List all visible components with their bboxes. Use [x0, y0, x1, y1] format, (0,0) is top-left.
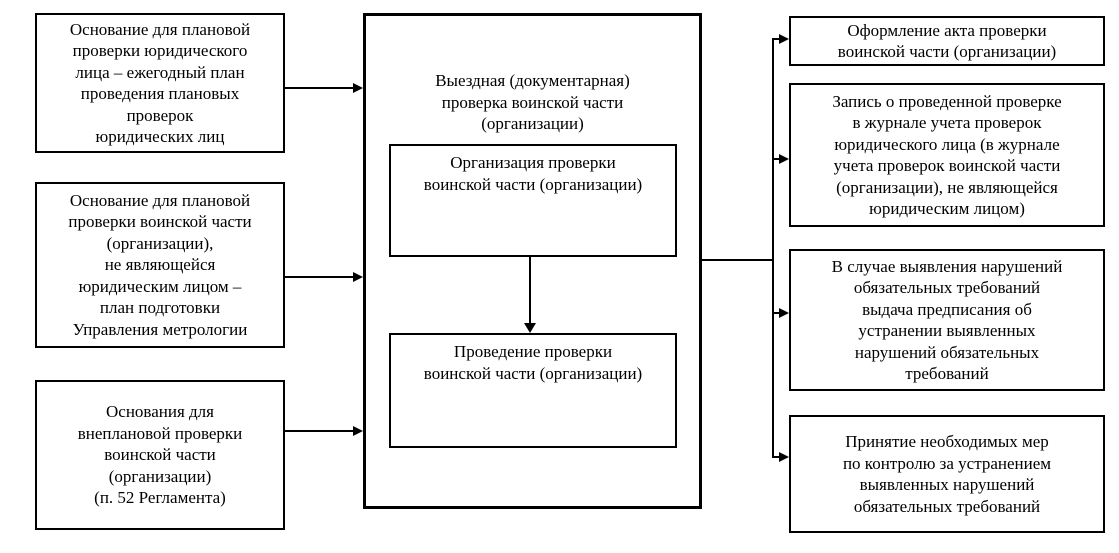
left-box-planned-legal-entity-text: Основание для плановой проверки юридичес… [69, 19, 251, 147]
branch-3-head-icon [779, 308, 789, 318]
left-box-unplanned-inspection: Основания для внеплановой проверки воинс… [35, 380, 285, 530]
center-step-organization: Организация проверки воинской части (орг… [389, 144, 677, 257]
arrow-step-line [529, 257, 531, 324]
connector-trunk-line [702, 259, 773, 261]
right-box-act-registration: Оформление акта проверки воинской части … [789, 16, 1105, 66]
arrow-left-3-line [285, 430, 354, 432]
center-step-conduct: Проведение проверки воинской части (орга… [389, 333, 677, 448]
arrow-left-1-head-icon [353, 83, 363, 93]
left-box-planned-legal-entity: Основание для плановой проверки юридичес… [35, 13, 285, 153]
branch-1-line [772, 38, 780, 40]
connector-spine-line [772, 38, 774, 458]
right-box-act-registration-text: Оформление акта проверки воинской части … [837, 20, 1057, 62]
right-box-control-measures: Принятие необходимых мер по контролю за … [789, 415, 1105, 533]
arrow-left-2-head-icon [353, 272, 363, 282]
branch-2-head-icon [779, 154, 789, 164]
center-box-title: Выездная (документарная) проверка воинск… [435, 71, 630, 133]
branch-2-line [772, 158, 780, 160]
branch-4-line [772, 456, 780, 458]
left-box-unplanned-inspection-text: Основания для внеплановой проверки воинс… [77, 402, 243, 508]
arrow-step-head-icon [524, 323, 536, 333]
arrow-left-3-head-icon [353, 426, 363, 436]
left-box-planned-military-unit-text: Основание для плановой проверки воинской… [68, 190, 252, 339]
arrow-left-2-line [285, 276, 354, 278]
branch-1-head-icon [779, 34, 789, 44]
right-box-control-measures-text: Принятие необходимых мер по контролю за … [842, 432, 1052, 516]
branch-4-head-icon [779, 452, 789, 462]
arrow-left-1-line [285, 87, 354, 89]
branch-3-line [772, 312, 780, 314]
center-step-organization-text: Организация проверки воинской части (орг… [423, 153, 643, 194]
right-box-journal-record: Запись о проведенной проверке в журнале … [789, 83, 1105, 227]
center-step-conduct-text: Проведение проверки воинской части (орга… [423, 342, 643, 383]
left-box-planned-military-unit: Основание для плановой проверки воинской… [35, 182, 285, 348]
right-box-violations-order: В случае выявления нарушений обязательны… [789, 249, 1105, 391]
right-box-violations-order-text: В случае выявления нарушений обязательны… [831, 256, 1063, 384]
right-box-journal-record-text: Запись о проведенной проверке в журнале … [832, 91, 1062, 219]
